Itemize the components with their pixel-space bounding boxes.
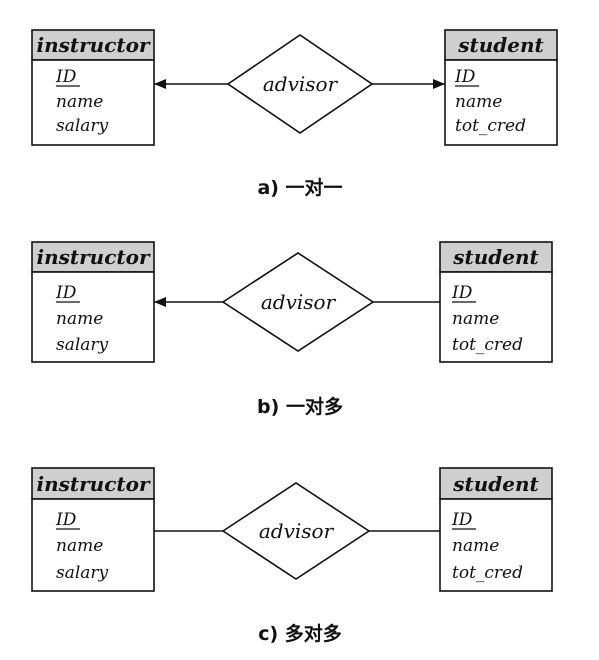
attribute-tot-cred: tot_cred xyxy=(455,116,526,136)
instructor-attributes-box xyxy=(31,271,155,363)
instructor-header xyxy=(31,241,155,273)
relationship-label: advisor xyxy=(261,290,337,314)
attribute-id: ID xyxy=(55,283,77,303)
relationship-advisor-c: advisor xyxy=(221,482,371,580)
relationship-label: advisor xyxy=(259,519,335,543)
entity-title-instructor: instructor xyxy=(36,33,150,57)
attribute-id: ID xyxy=(451,283,473,303)
caption-a: a) 一对一 xyxy=(257,176,342,199)
instructor-header xyxy=(31,29,155,61)
entity-instructor-a: instructor ID name salary xyxy=(31,29,155,146)
attribute-salary: salary xyxy=(56,116,109,136)
attribute-name: name xyxy=(56,92,103,112)
entity-title-instructor: instructor xyxy=(36,245,150,269)
attribute-tot-cred: tot_cred xyxy=(452,563,523,583)
relationship-label: advisor xyxy=(263,72,339,96)
attribute-id: ID xyxy=(451,510,473,530)
panel-b: instructor ID name salary advisor studen… xyxy=(31,241,553,418)
caption-b: b) 一对多 xyxy=(257,395,343,418)
instructor-attributes-box xyxy=(31,59,155,146)
entity-title-student: student xyxy=(452,245,539,269)
attribute-salary: salary xyxy=(56,335,109,355)
student-attributes-box xyxy=(439,498,553,592)
entity-student-b: student ID name tot_cred xyxy=(439,241,553,363)
attribute-id: ID xyxy=(454,67,476,87)
student-header xyxy=(444,29,558,61)
entity-instructor-c: instructor ID name salary xyxy=(31,467,155,592)
attribute-salary: salary xyxy=(56,563,109,583)
right-arrowhead xyxy=(433,79,445,89)
attribute-name: name xyxy=(452,309,499,329)
student-header xyxy=(439,467,553,500)
entity-title-student: student xyxy=(457,33,544,57)
attribute-id: ID xyxy=(55,510,77,530)
instructor-attributes-box xyxy=(31,498,155,592)
attribute-tot-cred: tot_cred xyxy=(452,335,523,355)
entity-title-student: student xyxy=(452,472,539,496)
attribute-name: name xyxy=(56,536,103,556)
entity-instructor-b: instructor ID name salary xyxy=(31,241,155,363)
attribute-name: name xyxy=(455,92,502,112)
entity-title-instructor: instructor xyxy=(36,472,150,496)
student-header xyxy=(439,241,553,273)
relationship-advisor-a: advisor xyxy=(226,34,374,134)
student-attributes-box xyxy=(444,59,558,146)
student-attributes-box xyxy=(439,271,553,363)
attribute-name: name xyxy=(56,309,103,329)
attribute-name: name xyxy=(452,536,499,556)
left-arrowhead xyxy=(154,297,166,307)
attribute-id: ID xyxy=(55,67,77,87)
left-arrowhead xyxy=(154,79,166,89)
panel-c: instructor ID name salary advisor studen… xyxy=(31,467,553,645)
caption-c: c) 多对多 xyxy=(258,622,342,645)
entity-student-c: student ID name tot_cred xyxy=(439,467,553,592)
entity-student-a: student ID name tot_cred xyxy=(444,29,558,146)
relationship-advisor-b: advisor xyxy=(221,252,375,352)
panel-a: instructor ID name salary advisor studen… xyxy=(31,29,558,199)
